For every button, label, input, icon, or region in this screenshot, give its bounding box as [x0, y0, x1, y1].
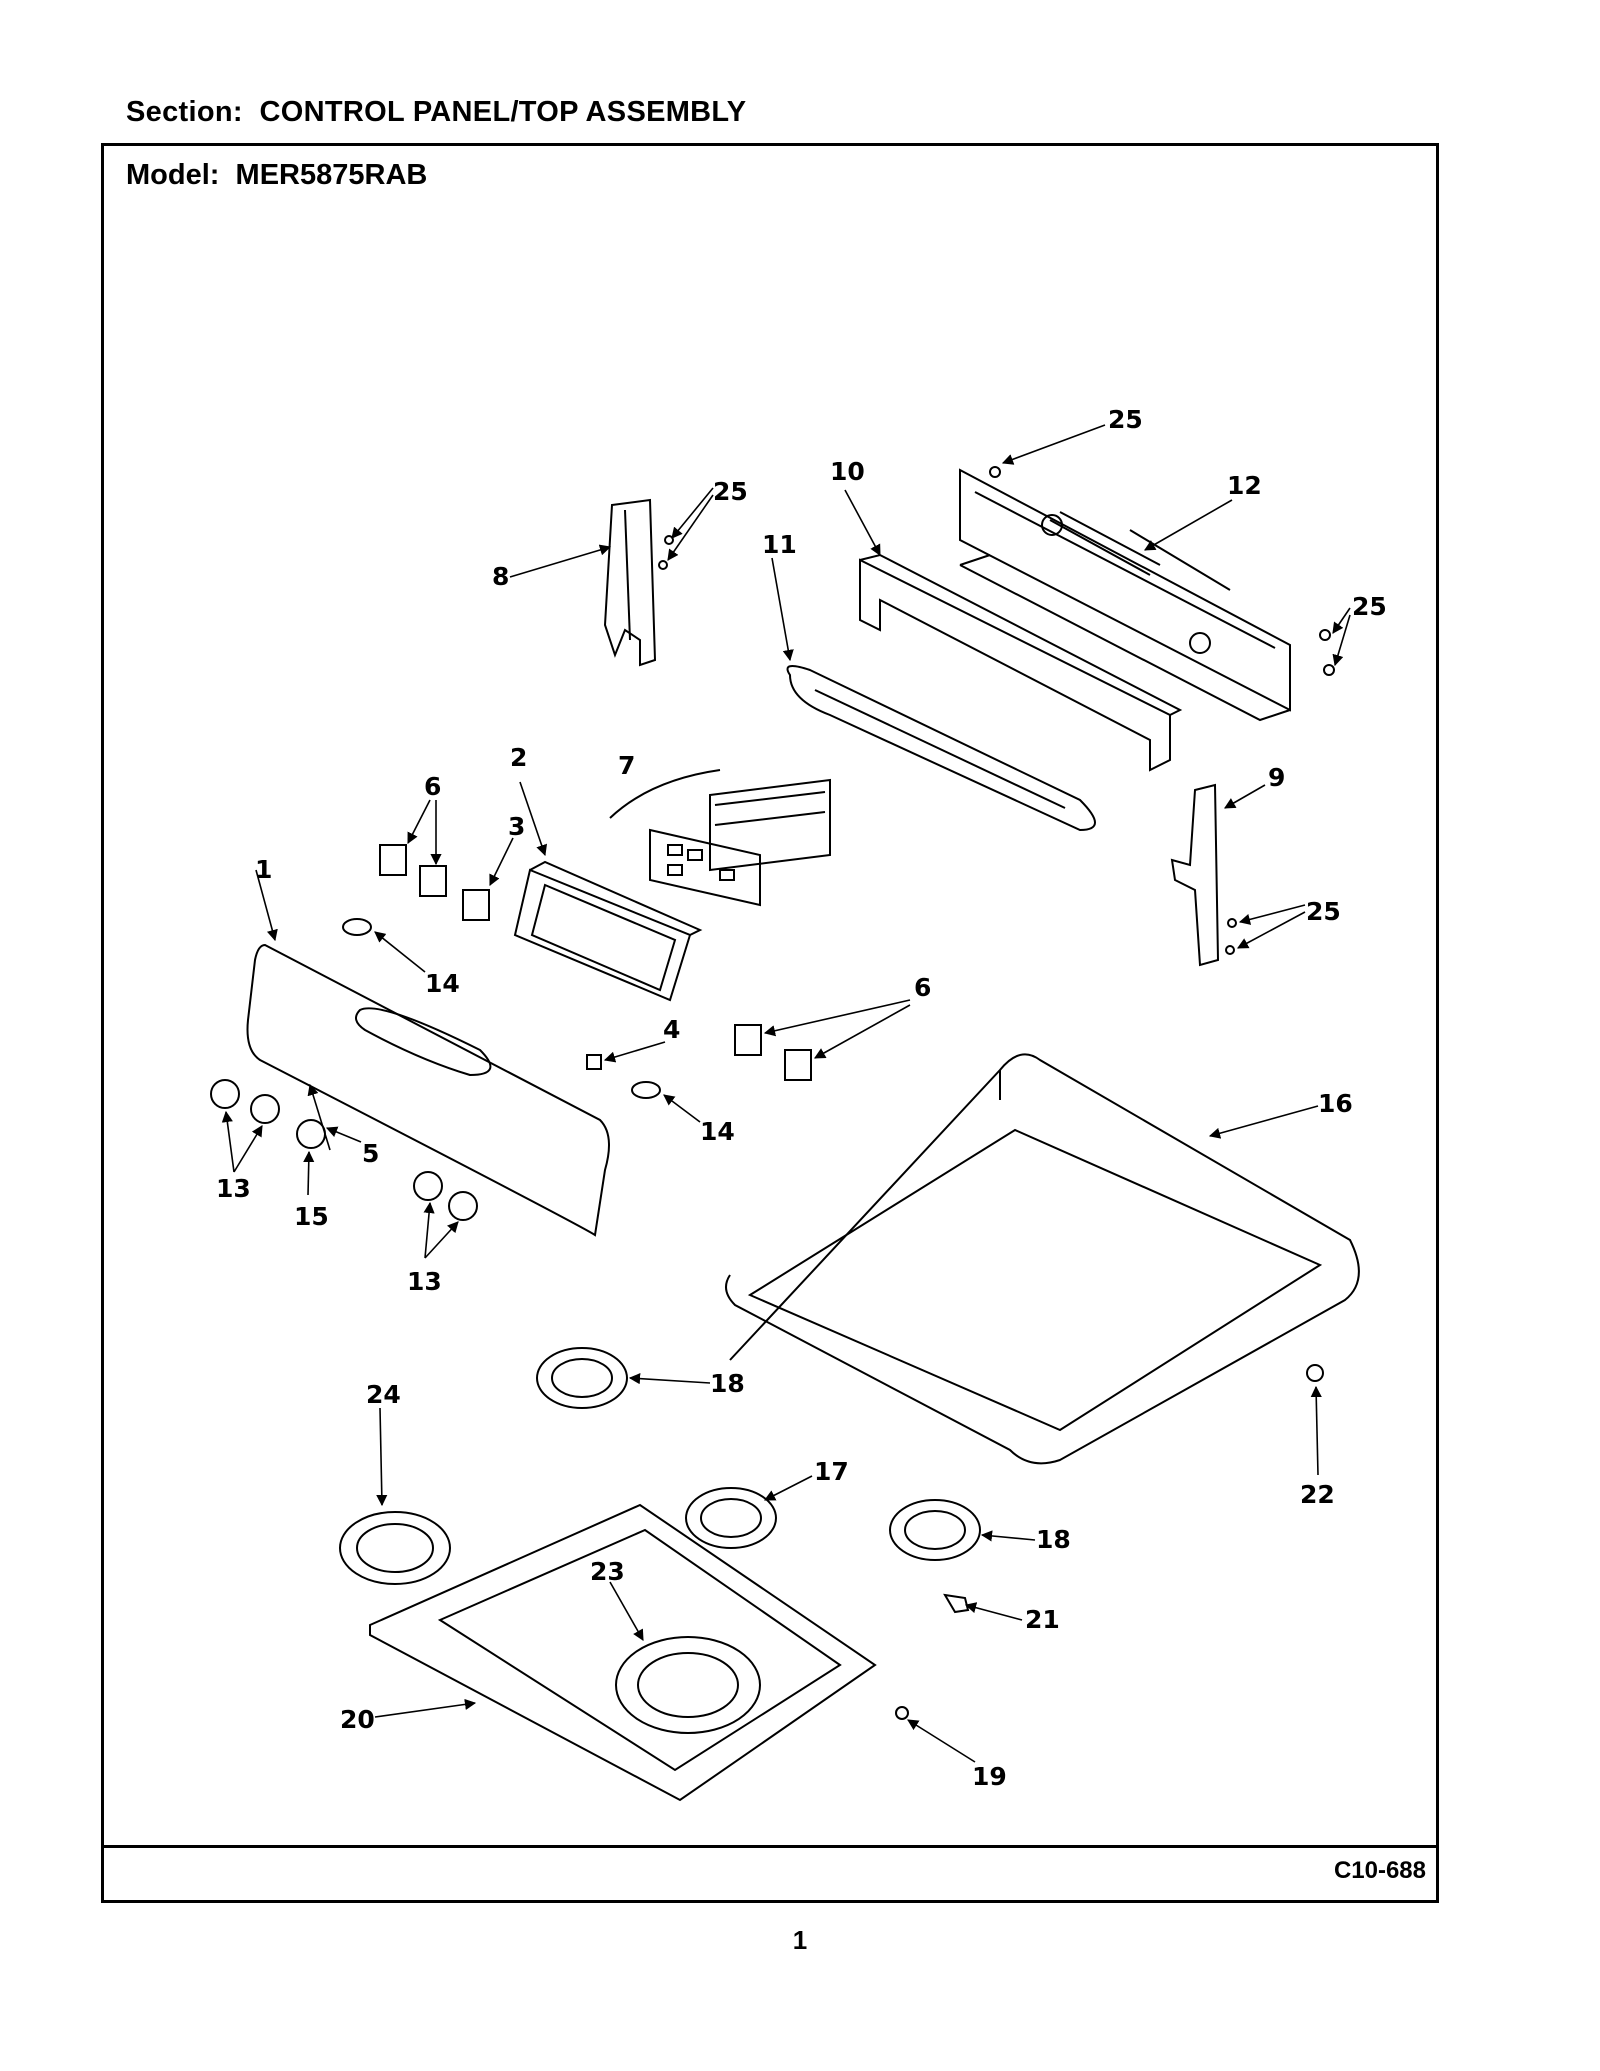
hardware-parts [895, 1364, 1324, 1720]
burner-box-part [369, 1503, 877, 1802]
left-end-bracket-part [603, 498, 657, 667]
knob-parts [210, 1079, 478, 1221]
switch-parts [379, 844, 812, 1081]
callout-1: 1 [255, 855, 272, 884]
callout-16: 16 [1318, 1089, 1353, 1118]
callout-25d: 25 [1306, 897, 1341, 926]
diagram-frame [101, 143, 1439, 1903]
callout-20: 20 [340, 1705, 375, 1734]
callout-15: 15 [294, 1202, 329, 1231]
frame-divider [101, 1845, 1439, 1848]
control-board-part [609, 769, 831, 907]
callout-25b: 25 [713, 477, 748, 506]
callout-13b: 13 [407, 1267, 442, 1296]
callout-6a: 6 [424, 772, 441, 801]
callout-11: 11 [762, 530, 797, 559]
callout-3: 3 [508, 812, 525, 841]
callout-6b: 6 [914, 973, 931, 1002]
screw-parts [658, 466, 1335, 955]
indicator-light-parts [342, 918, 661, 1099]
callout-18a: 18 [710, 1369, 745, 1398]
element-parts [339, 1347, 981, 1734]
callout-9: 9 [1268, 763, 1285, 792]
callout-2: 2 [510, 743, 527, 772]
callout-23: 23 [590, 1557, 625, 1586]
page-number: 1 [792, 1925, 808, 1955]
callout-18b: 18 [1036, 1525, 1071, 1554]
callout-17: 17 [814, 1457, 849, 1486]
callout-5: 5 [362, 1139, 379, 1168]
callout-21: 21 [1025, 1605, 1060, 1634]
drawing-code: C10-688 [1333, 1857, 1426, 1884]
callout-12: 12 [1227, 471, 1262, 500]
callout-19: 19 [972, 1762, 1007, 1791]
callout-4: 4 [663, 1015, 680, 1044]
right-end-bracket-part [1170, 783, 1220, 967]
callout-14b: 14 [700, 1117, 735, 1146]
trim-strip-part [859, 553, 1183, 772]
control-panel-part [246, 943, 610, 1237]
callout-24: 24 [366, 1380, 401, 1409]
rear-panel-part [959, 468, 1291, 722]
callout-22: 22 [1300, 1480, 1335, 1509]
callout-14a: 14 [425, 969, 460, 998]
section-title: Section: CONTROL PANEL/TOP ASSEMBLY [126, 96, 747, 128]
model-title: Model: MER5875RAB [126, 159, 428, 191]
cooktop-part [725, 1053, 1360, 1465]
callout-13a: 13 [216, 1174, 251, 1203]
display-frame-part [513, 860, 703, 1002]
leader-lines [221, 424, 1351, 1763]
handle-part [786, 665, 1096, 832]
callout-25c: 25 [1352, 592, 1387, 621]
rocker-switch-part [586, 1054, 602, 1070]
callout-8: 8 [492, 562, 509, 591]
callout-10: 10 [830, 457, 865, 486]
callout-25a: 25 [1108, 405, 1143, 434]
callout-7: 7 [618, 751, 635, 780]
callout-labels: 1 2 3 4 5 6 6 7 8 9 10 11 12 13 13 14 14… [216, 405, 1387, 1791]
